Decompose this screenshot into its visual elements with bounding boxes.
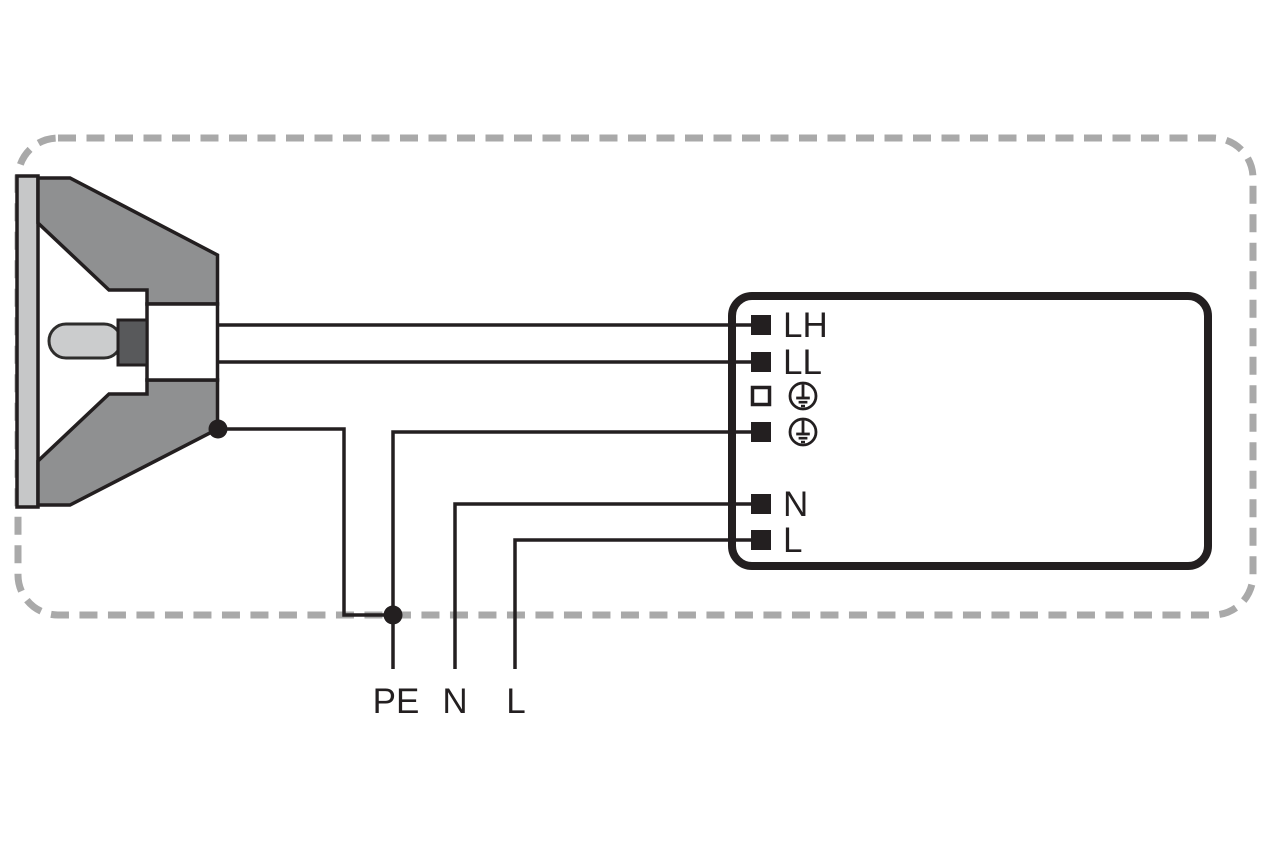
terminal-square-l xyxy=(751,530,771,550)
junction-dot-lamp xyxy=(208,419,228,439)
supply-label-pe: PE xyxy=(373,682,420,721)
terminal-squares xyxy=(750,315,772,550)
wire-lamp-earth xyxy=(218,427,393,617)
earth-icon xyxy=(788,381,818,411)
terminal-square-ll xyxy=(751,352,771,372)
lamp-symbol xyxy=(15,174,228,509)
wire-n xyxy=(453,502,760,669)
terminal-label-l: L xyxy=(783,521,802,560)
wire-pe xyxy=(391,430,760,669)
lamp-socket xyxy=(145,302,220,382)
terminal-square-earth-filled xyxy=(751,422,771,442)
lamp-lens xyxy=(15,174,40,509)
lamp-body-bottom xyxy=(36,378,220,507)
earth-icon xyxy=(788,417,818,447)
terminal-square-lh xyxy=(751,315,771,335)
terminal-label-ll: LL xyxy=(783,343,822,382)
terminal-label-n: N xyxy=(783,485,808,524)
wire-l xyxy=(513,538,760,669)
lamp-bulb-base xyxy=(116,318,149,367)
terminal-square-n xyxy=(751,494,771,514)
lamp-bulb xyxy=(47,322,123,360)
supply-label-l: L xyxy=(506,682,525,721)
supply-label-n: N xyxy=(442,682,467,721)
lamp-body-top xyxy=(36,176,220,306)
wires xyxy=(218,323,760,669)
junction-dot-pe xyxy=(383,605,403,625)
terminal-label-lh: LH xyxy=(783,306,828,345)
terminal-square-earth-open xyxy=(750,385,772,407)
